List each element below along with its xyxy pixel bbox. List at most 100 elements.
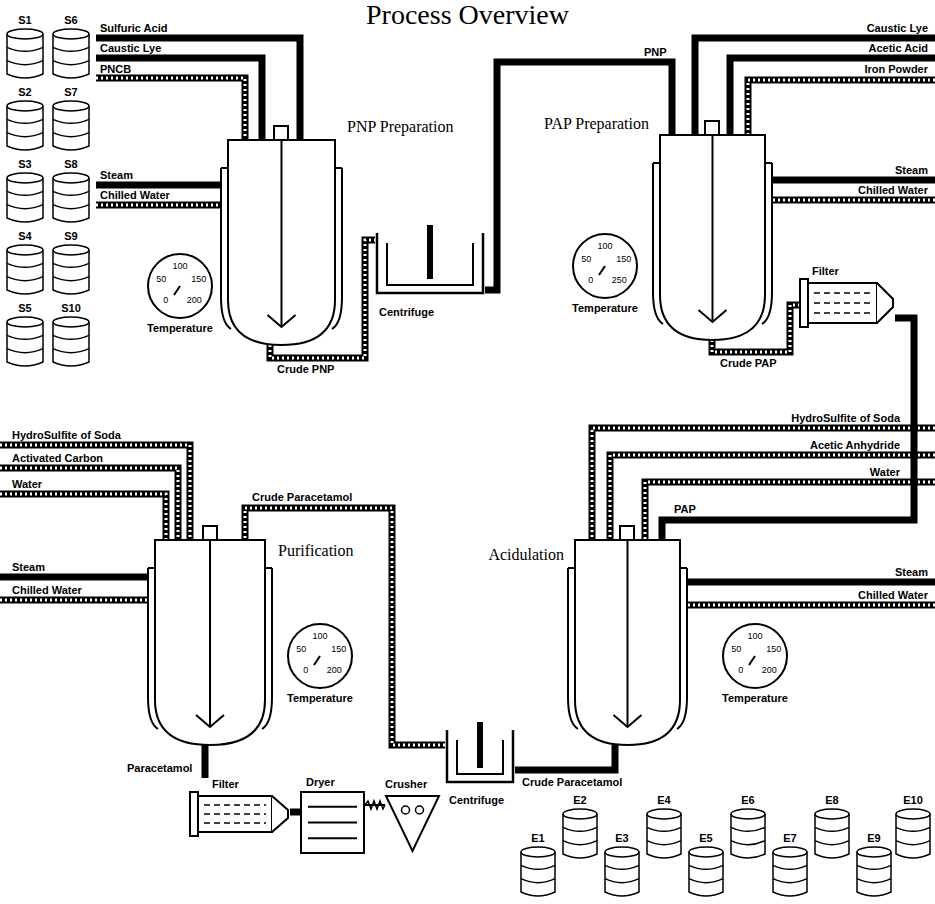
agitator-motor (274, 126, 288, 140)
feed-pipe (748, 80, 935, 135)
pipe-label: Steam (895, 164, 928, 176)
feed-pipe (0, 600, 148, 601)
pipe-hatch (687, 604, 935, 607)
centrifuge-label: Centrifuge (449, 794, 504, 806)
pipe-label: Steam (12, 561, 45, 573)
feed-pipe (0, 445, 190, 540)
drum-node: E1 (520, 832, 556, 898)
dryer-tray (308, 837, 357, 839)
pipe-label: Caustic Lye (867, 22, 928, 34)
filter-element (814, 312, 871, 314)
drum-band (689, 879, 723, 883)
drum-symbol (646, 808, 682, 860)
drum-node: S4 (6, 230, 44, 296)
agitator-motor (620, 526, 634, 540)
drum-label: E4 (646, 794, 682, 806)
drum-label: E9 (856, 832, 892, 844)
dryer-cabinet (301, 792, 364, 853)
drum-band (896, 841, 930, 845)
drum-band (896, 827, 930, 831)
pipe-hatch (0, 494, 166, 540)
pipe-body (202, 745, 209, 778)
crusher-roll (416, 806, 424, 814)
drum-symbol (52, 28, 90, 80)
feed-pipe (687, 582, 935, 583)
drum-label: E6 (730, 794, 766, 806)
drum-top (7, 29, 43, 39)
drum-symbol (856, 846, 892, 898)
drum-label: E7 (772, 832, 808, 844)
pipe-label: PNCB (100, 63, 131, 75)
gauge-node: 100501500200Temperature (135, 252, 225, 336)
pipe-body (96, 78, 245, 140)
gauge-number: 200 (183, 295, 205, 305)
drum-band (647, 827, 681, 831)
centrifuge-node: Centrifuge (445, 722, 515, 808)
gauge-number: 200 (758, 665, 780, 675)
pipe-body (245, 508, 445, 745)
drum-body (7, 322, 43, 366)
drum-top (7, 317, 43, 327)
drum-body (689, 852, 723, 896)
reactor-node: PAP Preparation (653, 135, 772, 340)
drum-band (815, 827, 849, 831)
gauge-number: 100 (169, 261, 191, 271)
gauge-number: 100 (594, 241, 616, 251)
centrifuge-symbol (445, 722, 515, 792)
pipe-label: Chilled Water (858, 589, 928, 601)
drum-symbol (688, 846, 724, 898)
drum-label: S5 (6, 302, 44, 314)
drum-band (7, 191, 43, 195)
drum-band (7, 205, 43, 209)
gauge-needle (314, 656, 320, 665)
pipe-body (0, 494, 166, 540)
drum-top (521, 847, 555, 857)
pipe-label: Crude Paracetamol (520, 776, 624, 788)
pipe-label: Crude PNP (275, 363, 336, 375)
drum-label: E1 (520, 832, 556, 844)
reactor-node: Purification (148, 540, 272, 745)
drum-node: E6 (730, 794, 766, 860)
drum-top (53, 101, 89, 111)
gauge-needle (599, 266, 605, 275)
drum-label: E5 (688, 832, 724, 844)
gauge-number: 50 (575, 254, 597, 264)
gauge-label: Temperature (710, 692, 800, 704)
drum-label: S3 (6, 158, 44, 170)
gauge-number: 0 (295, 665, 317, 675)
dryer-tray (308, 822, 357, 824)
drum-band (7, 263, 43, 267)
reactor-wall (660, 135, 765, 340)
filter-element (814, 292, 871, 294)
pipe-body (96, 38, 300, 140)
drum-body (53, 322, 89, 366)
drum-node: S10 (52, 302, 90, 368)
drum-symbol (6, 28, 44, 80)
pipe-body (772, 197, 935, 204)
drum-symbol (6, 244, 44, 296)
pipe-body (695, 38, 935, 135)
drum-body (7, 178, 43, 222)
filter-label: Filter (812, 265, 839, 277)
dryer-label: Dryer (306, 776, 335, 788)
drum-body (773, 852, 807, 896)
gauge-number: 100 (744, 631, 766, 641)
drum-top (815, 809, 849, 819)
feed-pipe (0, 494, 166, 540)
drum-symbol (52, 316, 90, 368)
pipe-label: PNP (642, 46, 669, 58)
pipe-label: Crude PAP (718, 357, 779, 369)
gauge-node: 100501500200Temperature (710, 622, 800, 706)
agitator-blade (196, 715, 224, 727)
gauge-dial (148, 254, 212, 318)
filter-body (808, 283, 877, 323)
pipe-label: Sulfuric Acid (100, 22, 167, 34)
drum-top (7, 173, 43, 183)
drum-body (7, 106, 43, 150)
drum-body (563, 814, 597, 858)
drum-node: S6 (52, 14, 90, 80)
pipe-body (772, 177, 935, 184)
pipe-body (290, 809, 300, 816)
drum-band (815, 841, 849, 845)
drum-symbol (730, 808, 766, 860)
